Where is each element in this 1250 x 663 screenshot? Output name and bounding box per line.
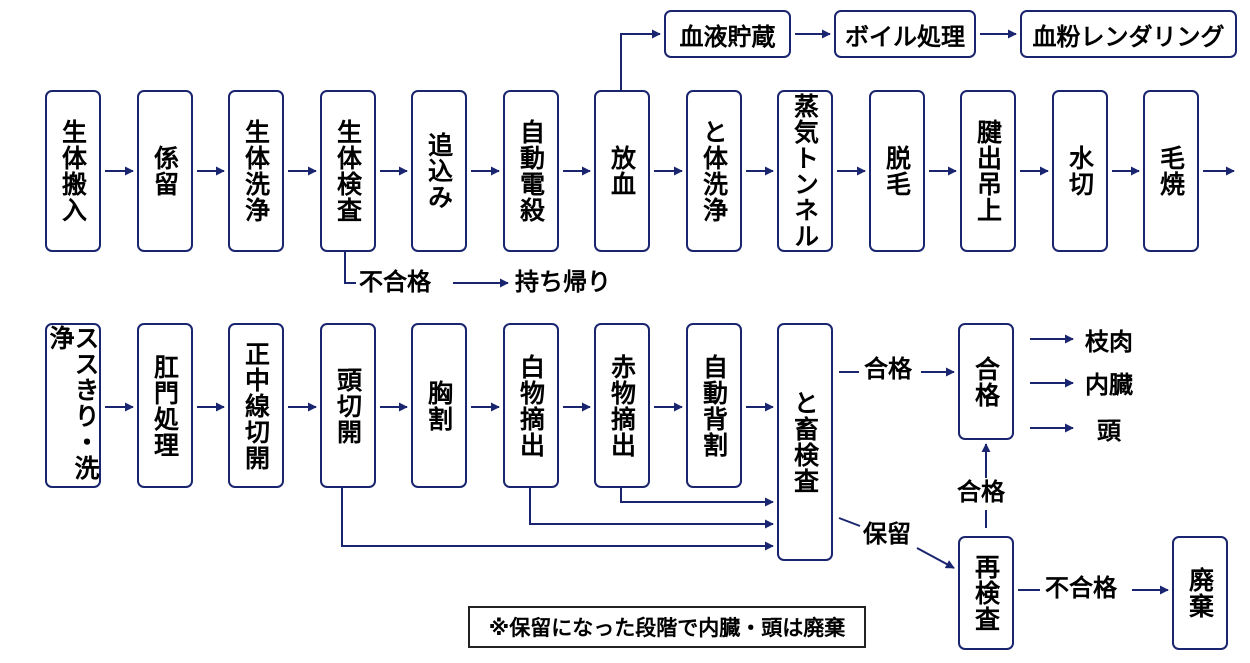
process-step-midline-incision: 正中線切開 — [228, 323, 284, 488]
process-step-singeing: 毛焼 — [1143, 90, 1199, 252]
reinspection-box: 再検査 — [958, 536, 1014, 650]
bypass-arrow — [341, 488, 774, 551]
blood-meal-rendering-box: 血粉レンダリング — [1020, 10, 1237, 58]
process-step-live-intake: 生体搬入 — [45, 90, 101, 252]
carcass-inspection-box: と畜検査 — [777, 323, 833, 561]
blood-storage-box: 血液貯蔵 — [664, 10, 791, 58]
disposal-box: 廃棄 — [1172, 536, 1228, 650]
process-step-live-inspection: 生体検査 — [320, 90, 376, 252]
process-step-bleeding: 放血 — [594, 90, 650, 252]
inspection-pass-label: 合格 — [864, 355, 912, 383]
boil-treatment-box: ボイル処理 — [834, 10, 976, 58]
reinspection-pass-label: 合格 — [957, 478, 1005, 506]
live-inspection-fail-label: 不合格 — [359, 268, 431, 296]
bypass-arrow — [529, 488, 774, 529]
blood-branch-arrow — [620, 29, 661, 90]
process-step-anus-treatment: 肛門処理 — [137, 323, 193, 488]
process-step-driving: 追込み — [411, 90, 467, 252]
bypass-arrow — [620, 488, 774, 507]
output-offal-label: 内臓 — [1085, 371, 1133, 399]
process-step-white-offal-removal: 白物摘出 — [503, 323, 559, 488]
hold-arrow — [916, 547, 955, 569]
process-step-red-offal-removal: 赤物摘出 — [594, 323, 650, 488]
process-step-cleaning: ススきり・洗浄 — [45, 323, 101, 488]
hold-connector — [838, 517, 861, 527]
process-step-auto-back-split: 自動背割 — [686, 323, 742, 488]
process-step-auto-stunning: 自動電殺 — [503, 90, 559, 252]
process-step-dehairing: 脱毛 — [869, 90, 925, 252]
process-step-brisket-split: 胸割 — [411, 323, 467, 488]
pass-box: 合格 — [958, 323, 1014, 440]
footnote: ※保留になった段階で内臓・頭は廃棄 — [468, 606, 866, 648]
process-step-live-wash: 生体洗浄 — [228, 90, 284, 252]
process-step-head-incision: 頭切開 — [320, 323, 376, 488]
process-step-tendon-hoisting: 腱出吊上 — [960, 90, 1016, 252]
reinspection-fail-label: 不合格 — [1045, 574, 1117, 602]
output-carcass-label: 枝肉 — [1085, 328, 1133, 356]
reject-connector — [344, 252, 356, 284]
output-head-label: 頭 — [1097, 417, 1121, 445]
process-step-draining: 水切 — [1052, 90, 1108, 252]
take-back-label: 持ち帰り — [515, 268, 611, 296]
process-step-carcass-wash: と体洗浄 — [686, 90, 742, 252]
process-step-lairage: 係留 — [137, 90, 193, 252]
process-step-steam-tunnel: 蒸気トンネル — [777, 90, 833, 252]
hold-label: 保留 — [863, 520, 911, 548]
